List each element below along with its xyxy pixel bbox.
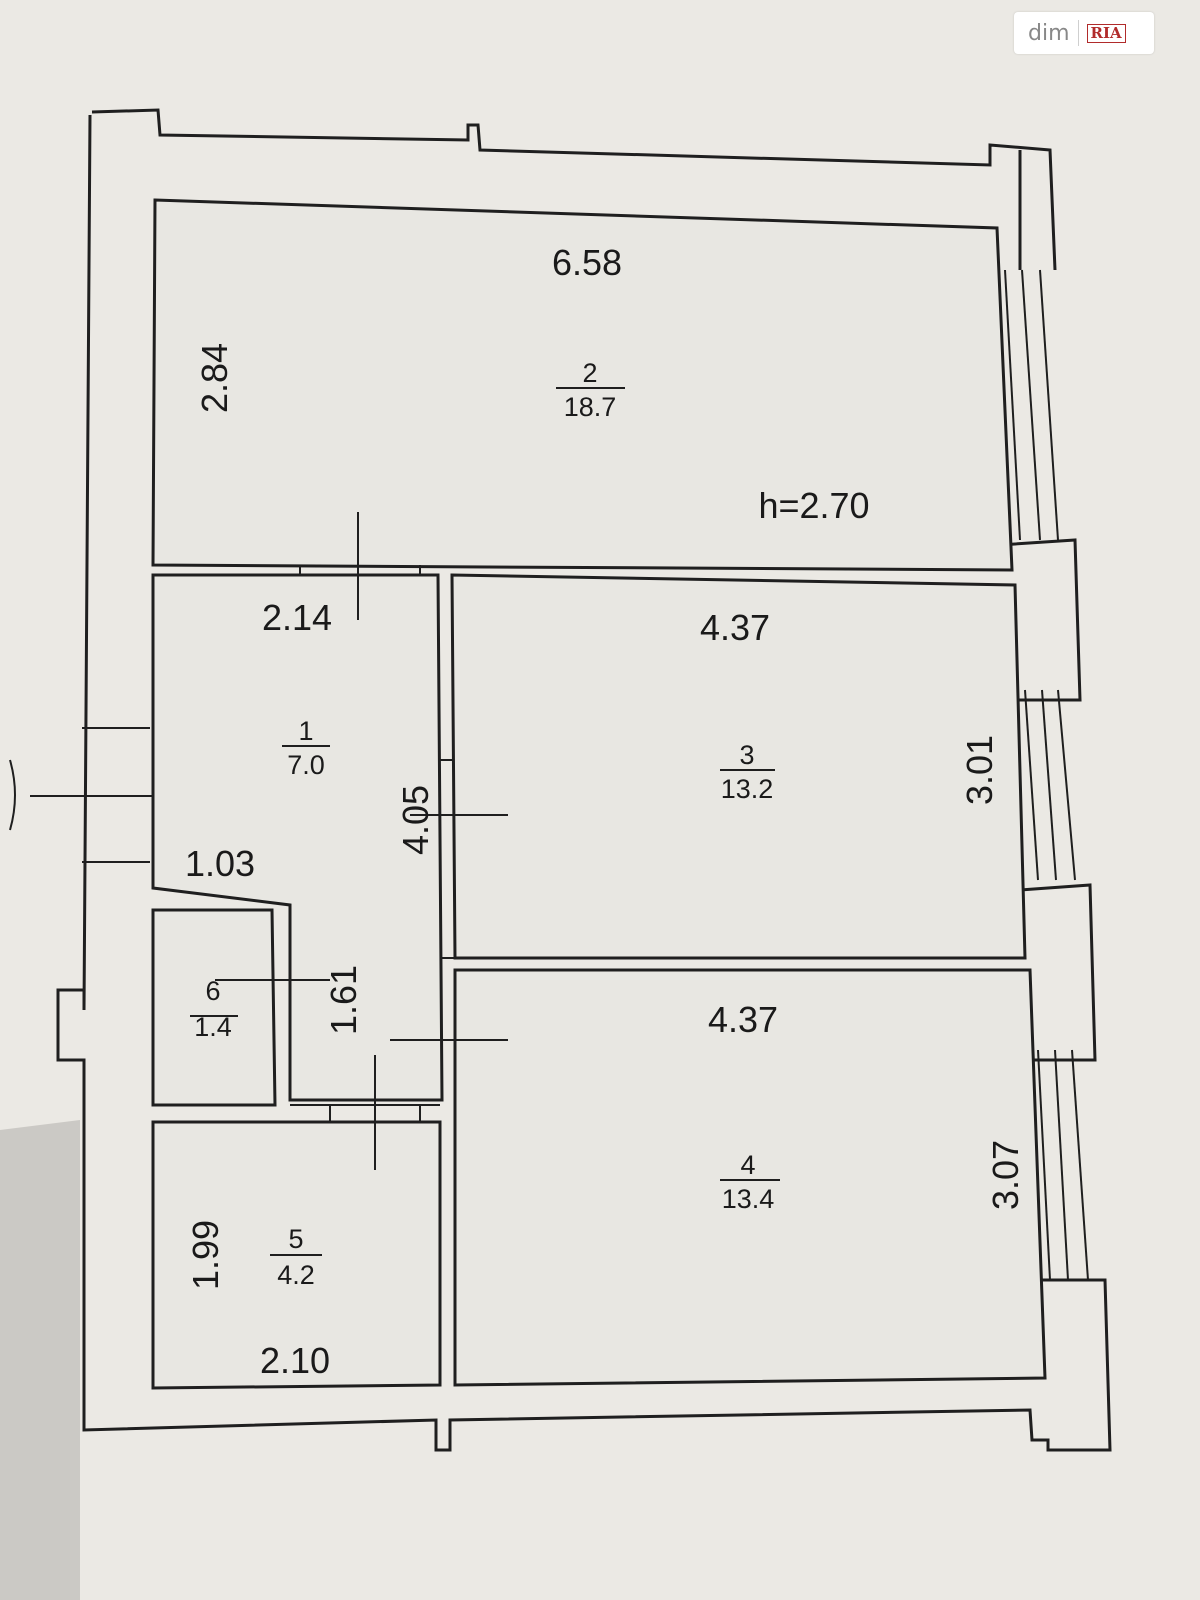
room-2-number: 2	[582, 358, 597, 388]
outer-wall	[56, 108, 1112, 1452]
fraction-bars	[190, 387, 780, 1256]
ria-logo-icon: RIA	[1086, 23, 1126, 43]
room-2-depth-label: 2.84	[194, 343, 235, 413]
room-2-outline	[151, 198, 1014, 572]
room-1-area: 7.0	[287, 750, 325, 780]
room-1-number: 1	[298, 716, 313, 746]
wall-piers	[999, 538, 1097, 1062]
inner-wall-lines	[290, 565, 455, 1122]
room-3-number: 3	[739, 740, 754, 770]
room-4-width-label: 4.37	[708, 999, 778, 1040]
ceiling-height-label: h=2.70	[758, 485, 869, 526]
room-3-depth-label: 3.01	[959, 735, 1000, 805]
room-4-number: 4	[740, 1150, 755, 1180]
room-3-width-label: 4.37	[700, 607, 770, 648]
room-5-number: 5	[288, 1224, 303, 1254]
room-6-area: 1.4	[194, 1012, 232, 1042]
room-5-width-label: 2.10	[260, 1340, 330, 1381]
room-1-passage-label: 1.03	[185, 843, 255, 884]
section-marks	[9, 512, 508, 1170]
room-6-number: 6	[205, 976, 220, 1006]
dim-ria-watermark: dim RIA	[1014, 12, 1154, 54]
room-2-area: 18.7	[564, 392, 617, 422]
room-3-outline	[450, 573, 1027, 960]
room-4-area: 13.4	[722, 1184, 775, 1214]
room-5-area: 4.2	[277, 1260, 315, 1290]
watermark-divider	[1077, 20, 1079, 46]
watermark-brand: dim	[1028, 20, 1070, 46]
room-5-depth-label: 1.99	[185, 1220, 226, 1290]
photo-shadow	[0, 1120, 80, 1600]
room-1-outline	[151, 573, 444, 1102]
room-6-dim-label: 1.61	[323, 965, 364, 1035]
room-1-depth-label: 4.05	[395, 785, 436, 855]
room-1-width-label: 2.14	[262, 597, 332, 638]
room-6-outline	[151, 908, 277, 1107]
room-4-depth-label: 3.07	[985, 1140, 1026, 1210]
room-2-width-label: 6.58	[552, 242, 622, 283]
room-4-outline	[453, 968, 1047, 1387]
room-3-area: 13.2	[721, 774, 774, 804]
